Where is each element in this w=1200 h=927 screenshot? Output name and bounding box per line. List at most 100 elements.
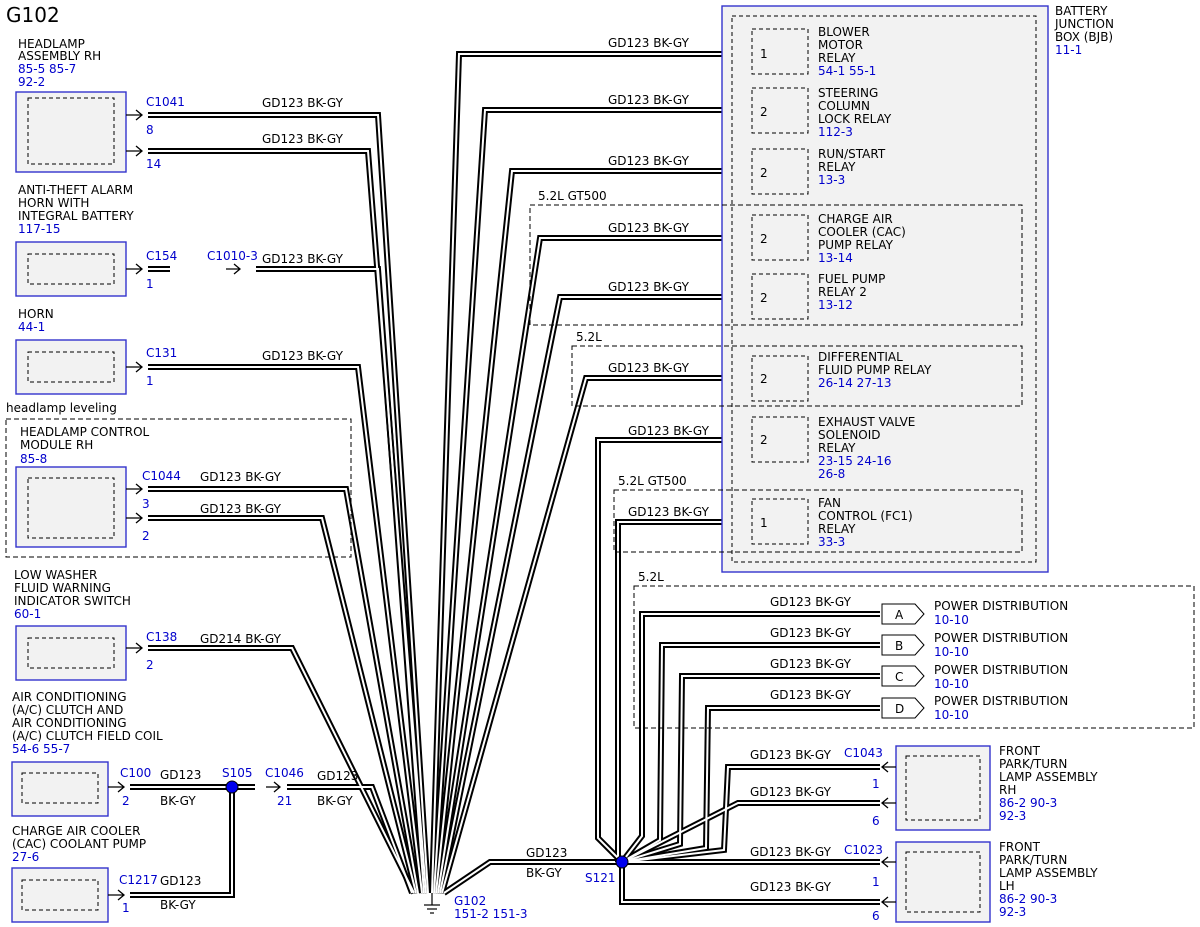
headlamp-rh-label-1: HEADLAMP [18, 37, 85, 51]
anti-theft-ref[interactable]: 117-15 [18, 222, 61, 236]
relay-fan-control: 1 FAN CONTROL (FC1) RELAY 33-3 GD123 BK-… [628, 496, 913, 549]
pin-1: 1 [872, 777, 880, 791]
ground-name[interactable]: G102 [454, 894, 486, 908]
wire-inner [435, 170, 722, 894]
relay-ref[interactable]: 112-3 [818, 125, 853, 139]
lamp-rh-ref[interactable]: 92-3 [999, 809, 1026, 823]
relay-label: EXHAUST VALVE [818, 415, 915, 429]
relay-run-start: 2 RUN/START RELAY 13-3 GD123 BK-GY [608, 147, 886, 195]
relay-ref[interactable]: 54-1 55-1 [818, 64, 876, 78]
wire-label: GD123 BK-GY [750, 748, 832, 762]
relay-exhaust-valve-solenoid: 2 EXHAUST VALVE SOLENOID RELAY 23-15 24-… [628, 415, 915, 481]
cac-label-2: (CAC) COOLANT PUMP [12, 837, 146, 851]
ac-label-1: AIR CONDITIONING [12, 690, 127, 704]
connector-c1217[interactable]: C1217 [119, 873, 158, 887]
splice-s105[interactable]: S105 [222, 766, 253, 780]
power-distribution-c[interactable]: C POWER DISTRIBUTION 10-10 GD123 BK-GY [770, 657, 1068, 691]
hcm-ref[interactable]: 85-8 [20, 452, 47, 466]
anti-theft-label-2: HORN WITH [18, 196, 89, 210]
battery-junction-box: BATTERY JUNCTION BOX (BJB) 11-1 [721, 4, 1114, 573]
connector-c1041[interactable]: C1041 [146, 95, 185, 109]
relay-label: CHARGE AIR [818, 212, 893, 226]
cac-coolant-pump: CHARGE AIR COOLER (CAC) COOLANT PUMP 27-… [11, 824, 201, 923]
ground-refs[interactable]: 151-2 151-3 [454, 907, 528, 921]
connector-c100[interactable]: C100 [120, 766, 151, 780]
pin-21: 21 [277, 794, 292, 808]
connector-c138[interactable]: C138 [146, 630, 177, 644]
horn-ref[interactable]: 44-1 [18, 320, 45, 334]
relay-ref[interactable]: 13-12 [818, 298, 853, 312]
lamp-lh-ref[interactable]: 86-2 90-3 [999, 892, 1057, 906]
washer-label-2: FLUID WARNING [14, 581, 111, 595]
connector-c1023[interactable]: C1023 [844, 843, 883, 857]
ac-label-4: (A/C) CLUTCH FIELD COIL [12, 729, 163, 743]
ac-label-2: (A/C) CLUTCH AND [12, 703, 123, 717]
option-label-52l-b: 5.2L [638, 570, 664, 584]
splice-s105-dot[interactable] [225, 780, 239, 794]
wire-inner [441, 377, 722, 894]
headlamp-rh-ref-2[interactable]: 92-2 [18, 75, 45, 89]
relay-label: FLUID PUMP RELAY [818, 363, 932, 377]
relay-ref[interactable]: 26-14 27-13 [818, 376, 892, 390]
wire-inner [148, 366, 423, 894]
relay-label: STEERING [818, 86, 878, 100]
pin-1: 1 [872, 875, 880, 889]
relay-label: PUMP RELAY [818, 238, 894, 252]
power-distribution-d[interactable]: D POWER DISTRIBUTION 10-10 GD123 BK-GY [770, 688, 1068, 722]
washer-ref[interactable]: 60-1 [14, 607, 41, 621]
pd-ref[interactable]: 10-10 [934, 677, 969, 691]
splice-s121-dot[interactable] [615, 855, 629, 869]
relay-fuel-pump-2: 2 FUEL PUMP RELAY 2 13-12 GD123 BK-GY [608, 272, 885, 320]
power-distribution-b[interactable]: B POWER DISTRIBUTION 10-10 GD123 BK-GY [770, 626, 1068, 659]
relay-label: RELAY [818, 51, 856, 65]
ac-ref[interactable]: 54-6 55-7 [12, 742, 70, 756]
splice-s121[interactable]: S121 [585, 871, 616, 885]
pd-label: POWER DISTRIBUTION [934, 694, 1068, 708]
ground-g102[interactable]: G102 151-2 151-3 [424, 893, 528, 921]
lamp-rh-ref[interactable]: 86-2 90-3 [999, 796, 1057, 810]
headlamp-rh-label-2: ASSEMBLY RH [18, 49, 101, 63]
bjb-ref[interactable]: 11-1 [1055, 43, 1082, 57]
wire-inner [148, 488, 419, 894]
power-distribution-a[interactable]: A POWER DISTRIBUTION 10-10 GD123 BK-GY [770, 595, 1068, 627]
connector-c1010-3[interactable]: C1010-3 [207, 249, 258, 263]
relay-label: RELAY 2 [818, 285, 867, 299]
relay-ref[interactable]: 13-14 [818, 251, 853, 265]
wire-inner [617, 521, 722, 862]
wire-inner [431, 53, 722, 894]
lamp-lh-label: LH [999, 879, 1015, 893]
hcm-label-1: HEADLAMP CONTROL [20, 425, 150, 439]
relay-ref[interactable]: 23-15 24-16 [818, 454, 892, 468]
lamp-lh-ref[interactable]: 92-3 [999, 905, 1026, 919]
connector-c1043[interactable]: C1043 [844, 746, 883, 760]
wire-code: GD123 [317, 769, 358, 783]
wire-color: BK-GY [160, 898, 196, 912]
connector-c154[interactable]: C154 [146, 249, 177, 263]
pd-letter: C [895, 670, 903, 684]
horn: HORN 44-1 C131 1 GD123 BK-GY [15, 307, 344, 395]
headlamp-rh-ref-1[interactable]: 85-5 85-7 [18, 62, 76, 76]
connector-c1044[interactable]: C1044 [142, 469, 181, 483]
ac-label-3: AIR CONDITIONING [12, 716, 127, 730]
option-box-52l-b [633, 585, 1195, 729]
relay-pin: 2 [760, 166, 768, 180]
pd-ref[interactable]: 10-10 [934, 708, 969, 722]
relay-label: COOLER (CAC) [818, 225, 906, 239]
lamp-lh-label: FRONT [999, 840, 1041, 854]
relay-ref[interactable]: 33-3 [818, 535, 845, 549]
option-label-gt500-a: 5.2L GT500 [538, 189, 607, 203]
pd-letter: D [895, 702, 904, 716]
relay-differential-fluid-pump: 2 DIFFERENTIAL FLUID PUMP RELAY 26-14 27… [608, 350, 932, 402]
relay-ref[interactable]: 26-8 [818, 467, 845, 481]
relay-label: SOLENOID [818, 428, 881, 442]
wire-code: GD123 [526, 846, 567, 860]
pd-ref[interactable]: 10-10 [934, 645, 969, 659]
cac-ref[interactable]: 27-6 [12, 850, 39, 864]
wire-label: GD123 BK-GY [750, 880, 832, 894]
connector-c131[interactable]: C131 [146, 346, 177, 360]
relay-ref[interactable]: 13-3 [818, 173, 845, 187]
connector-c1046[interactable]: C1046 [265, 766, 304, 780]
wire-label: GD123 BK-GY [770, 688, 852, 702]
pd-ref[interactable]: 10-10 [934, 613, 969, 627]
